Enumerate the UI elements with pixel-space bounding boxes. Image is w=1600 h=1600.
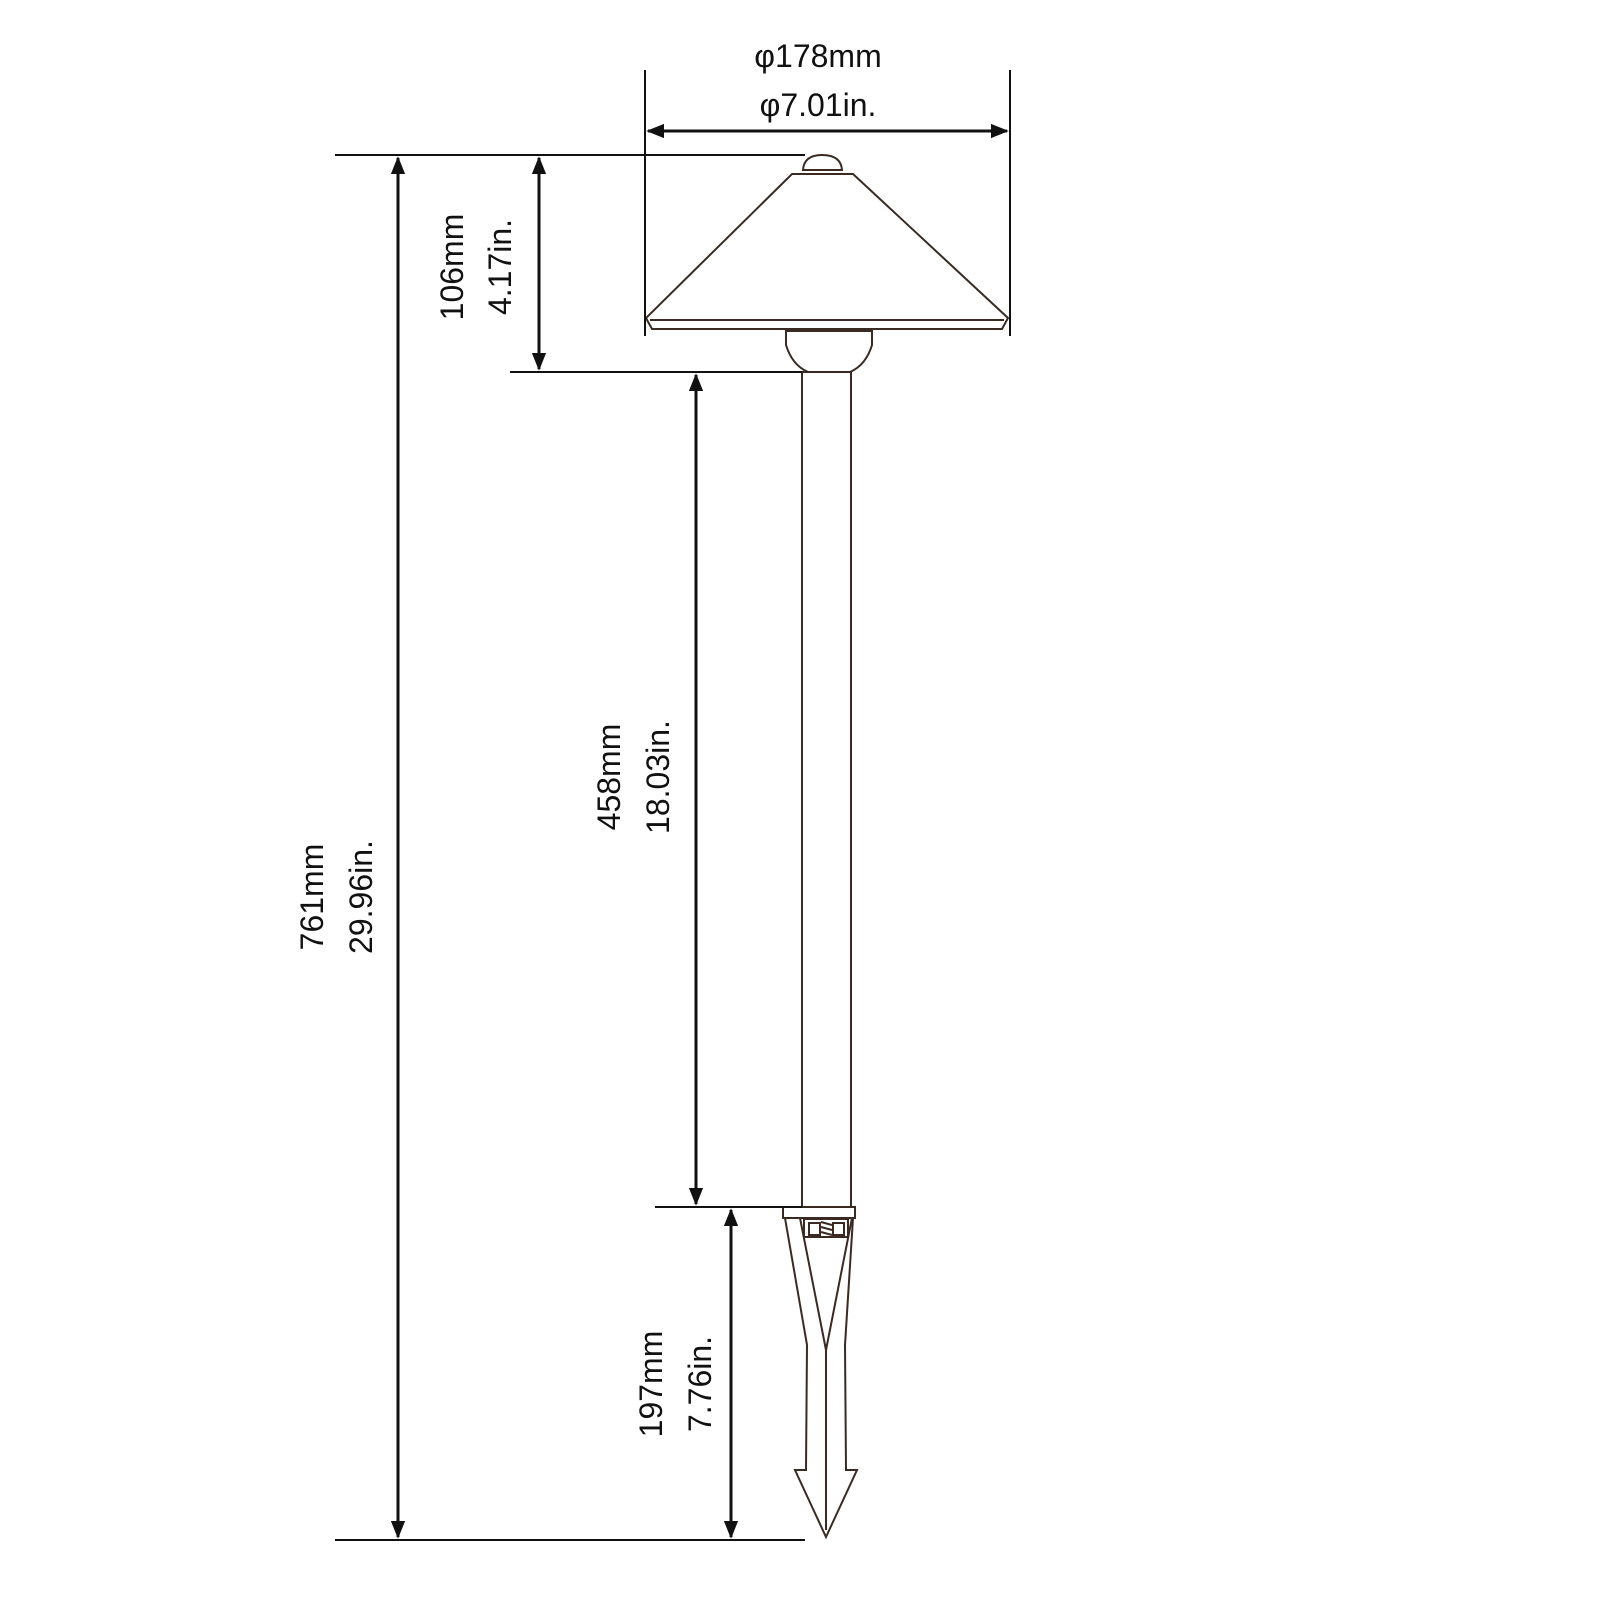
lamp-shade <box>644 173 1010 330</box>
socket <box>785 330 873 373</box>
total-height-mm-label: 761mm <box>294 844 330 951</box>
diameter-mm-label: φ178mm <box>754 38 881 74</box>
ground-stake <box>783 1217 859 1540</box>
pole <box>801 371 852 1208</box>
head-height-mm-label: 106mm <box>434 214 470 321</box>
stake-length-mm-label: 197mm <box>633 1331 669 1438</box>
top-cap <box>801 153 844 171</box>
diameter-in-label: φ7.01in. <box>760 87 877 123</box>
wire-connector <box>803 1218 849 1238</box>
stake-length-in-label: 7.76in. <box>682 1336 718 1432</box>
stake-collar <box>782 1206 856 1219</box>
total-height-in-label: 29.96in. <box>343 840 379 954</box>
path-light-fixture <box>644 153 1010 1540</box>
extension-lines <box>335 70 1011 1541</box>
pole-length-mm-label: 458mm <box>591 724 627 831</box>
head-height-in-label: 4.17in. <box>482 219 518 315</box>
pole-length-in-label: 18.03in. <box>640 720 676 834</box>
